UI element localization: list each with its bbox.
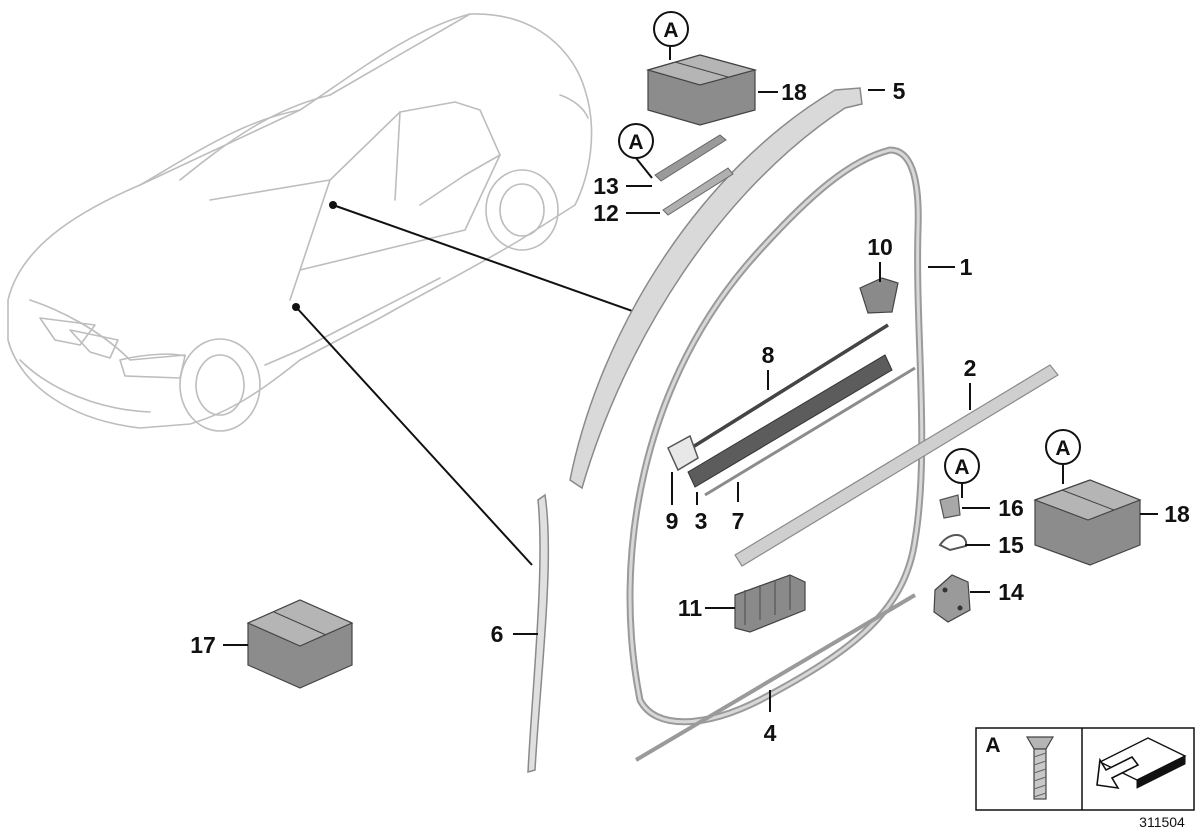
marker-a-mid: A — [618, 123, 654, 159]
bottom-trim-strip — [634, 593, 917, 762]
marker-a-text: A — [954, 456, 969, 479]
callout-11: 11 — [678, 595, 703, 621]
callout-5: 5 — [893, 78, 906, 104]
callout-labels: 1 2 3 4 5 6 7 8 9 10 11 12 13 14 15 16 1… — [190, 78, 1190, 746]
connector-line-upper — [332, 204, 639, 314]
cover-hole — [957, 605, 963, 611]
clip-block — [734, 574, 806, 633]
callout-4: 4 — [764, 720, 777, 746]
callout-7: 7 — [732, 508, 745, 534]
legend-box: A 311504 — [975, 727, 1195, 830]
window-channel — [687, 354, 893, 488]
mounting-bracket — [859, 277, 899, 314]
marker-a-box: A — [1045, 429, 1081, 465]
marker-a-clip: A — [944, 448, 980, 484]
callout-8: 8 — [762, 342, 775, 368]
parts-box-17 — [246, 599, 354, 689]
inner-strip — [704, 366, 916, 497]
pillar-trim-strip — [569, 87, 863, 490]
marker-a-top: A — [653, 11, 689, 47]
callout-13: 13 — [593, 173, 619, 199]
car-illustration — [7, 13, 593, 432]
connector-line-lower — [295, 306, 533, 566]
door-seal-frame-inner — [628, 148, 924, 724]
document-number: 311504 — [1139, 814, 1185, 830]
callout-15: 15 — [998, 532, 1024, 558]
spring-clip — [938, 534, 968, 552]
callout-12: 12 — [593, 200, 619, 226]
callout-18-right: 18 — [1164, 501, 1190, 527]
callout-17: 17 — [190, 632, 216, 658]
callout-14: 14 — [998, 579, 1024, 605]
lower-seal-strip — [527, 493, 550, 774]
cover-hole — [942, 587, 948, 593]
legend-key-a: A — [985, 734, 1000, 757]
marker-a-text: A — [1055, 437, 1070, 460]
end-cap — [667, 434, 699, 472]
guide-rod — [687, 323, 889, 452]
callout-3: 3 — [695, 508, 708, 534]
callout-18-top: 18 — [781, 79, 807, 105]
leader-lines — [223, 47, 1158, 712]
callout-2: 2 — [964, 355, 977, 381]
sill-trim-strip — [734, 364, 1059, 567]
callout-16: 16 — [998, 495, 1024, 521]
marker-a-text: A — [663, 19, 678, 42]
parts-box-18-top — [645, 54, 758, 126]
screw-icon — [1025, 736, 1055, 800]
small-strip-13 — [654, 134, 727, 182]
callout-6: 6 — [491, 621, 504, 647]
callout-1: 1 — [960, 254, 973, 280]
parts-box-18-right — [1033, 479, 1142, 566]
small-clip — [939, 494, 961, 519]
callout-9: 9 — [666, 508, 679, 534]
cover-plate — [933, 574, 971, 623]
box-reference-arrow-icon — [1096, 737, 1187, 790]
callout-10: 10 — [867, 234, 893, 260]
small-strip-12 — [662, 167, 734, 216]
marker-a-text: A — [628, 131, 643, 154]
